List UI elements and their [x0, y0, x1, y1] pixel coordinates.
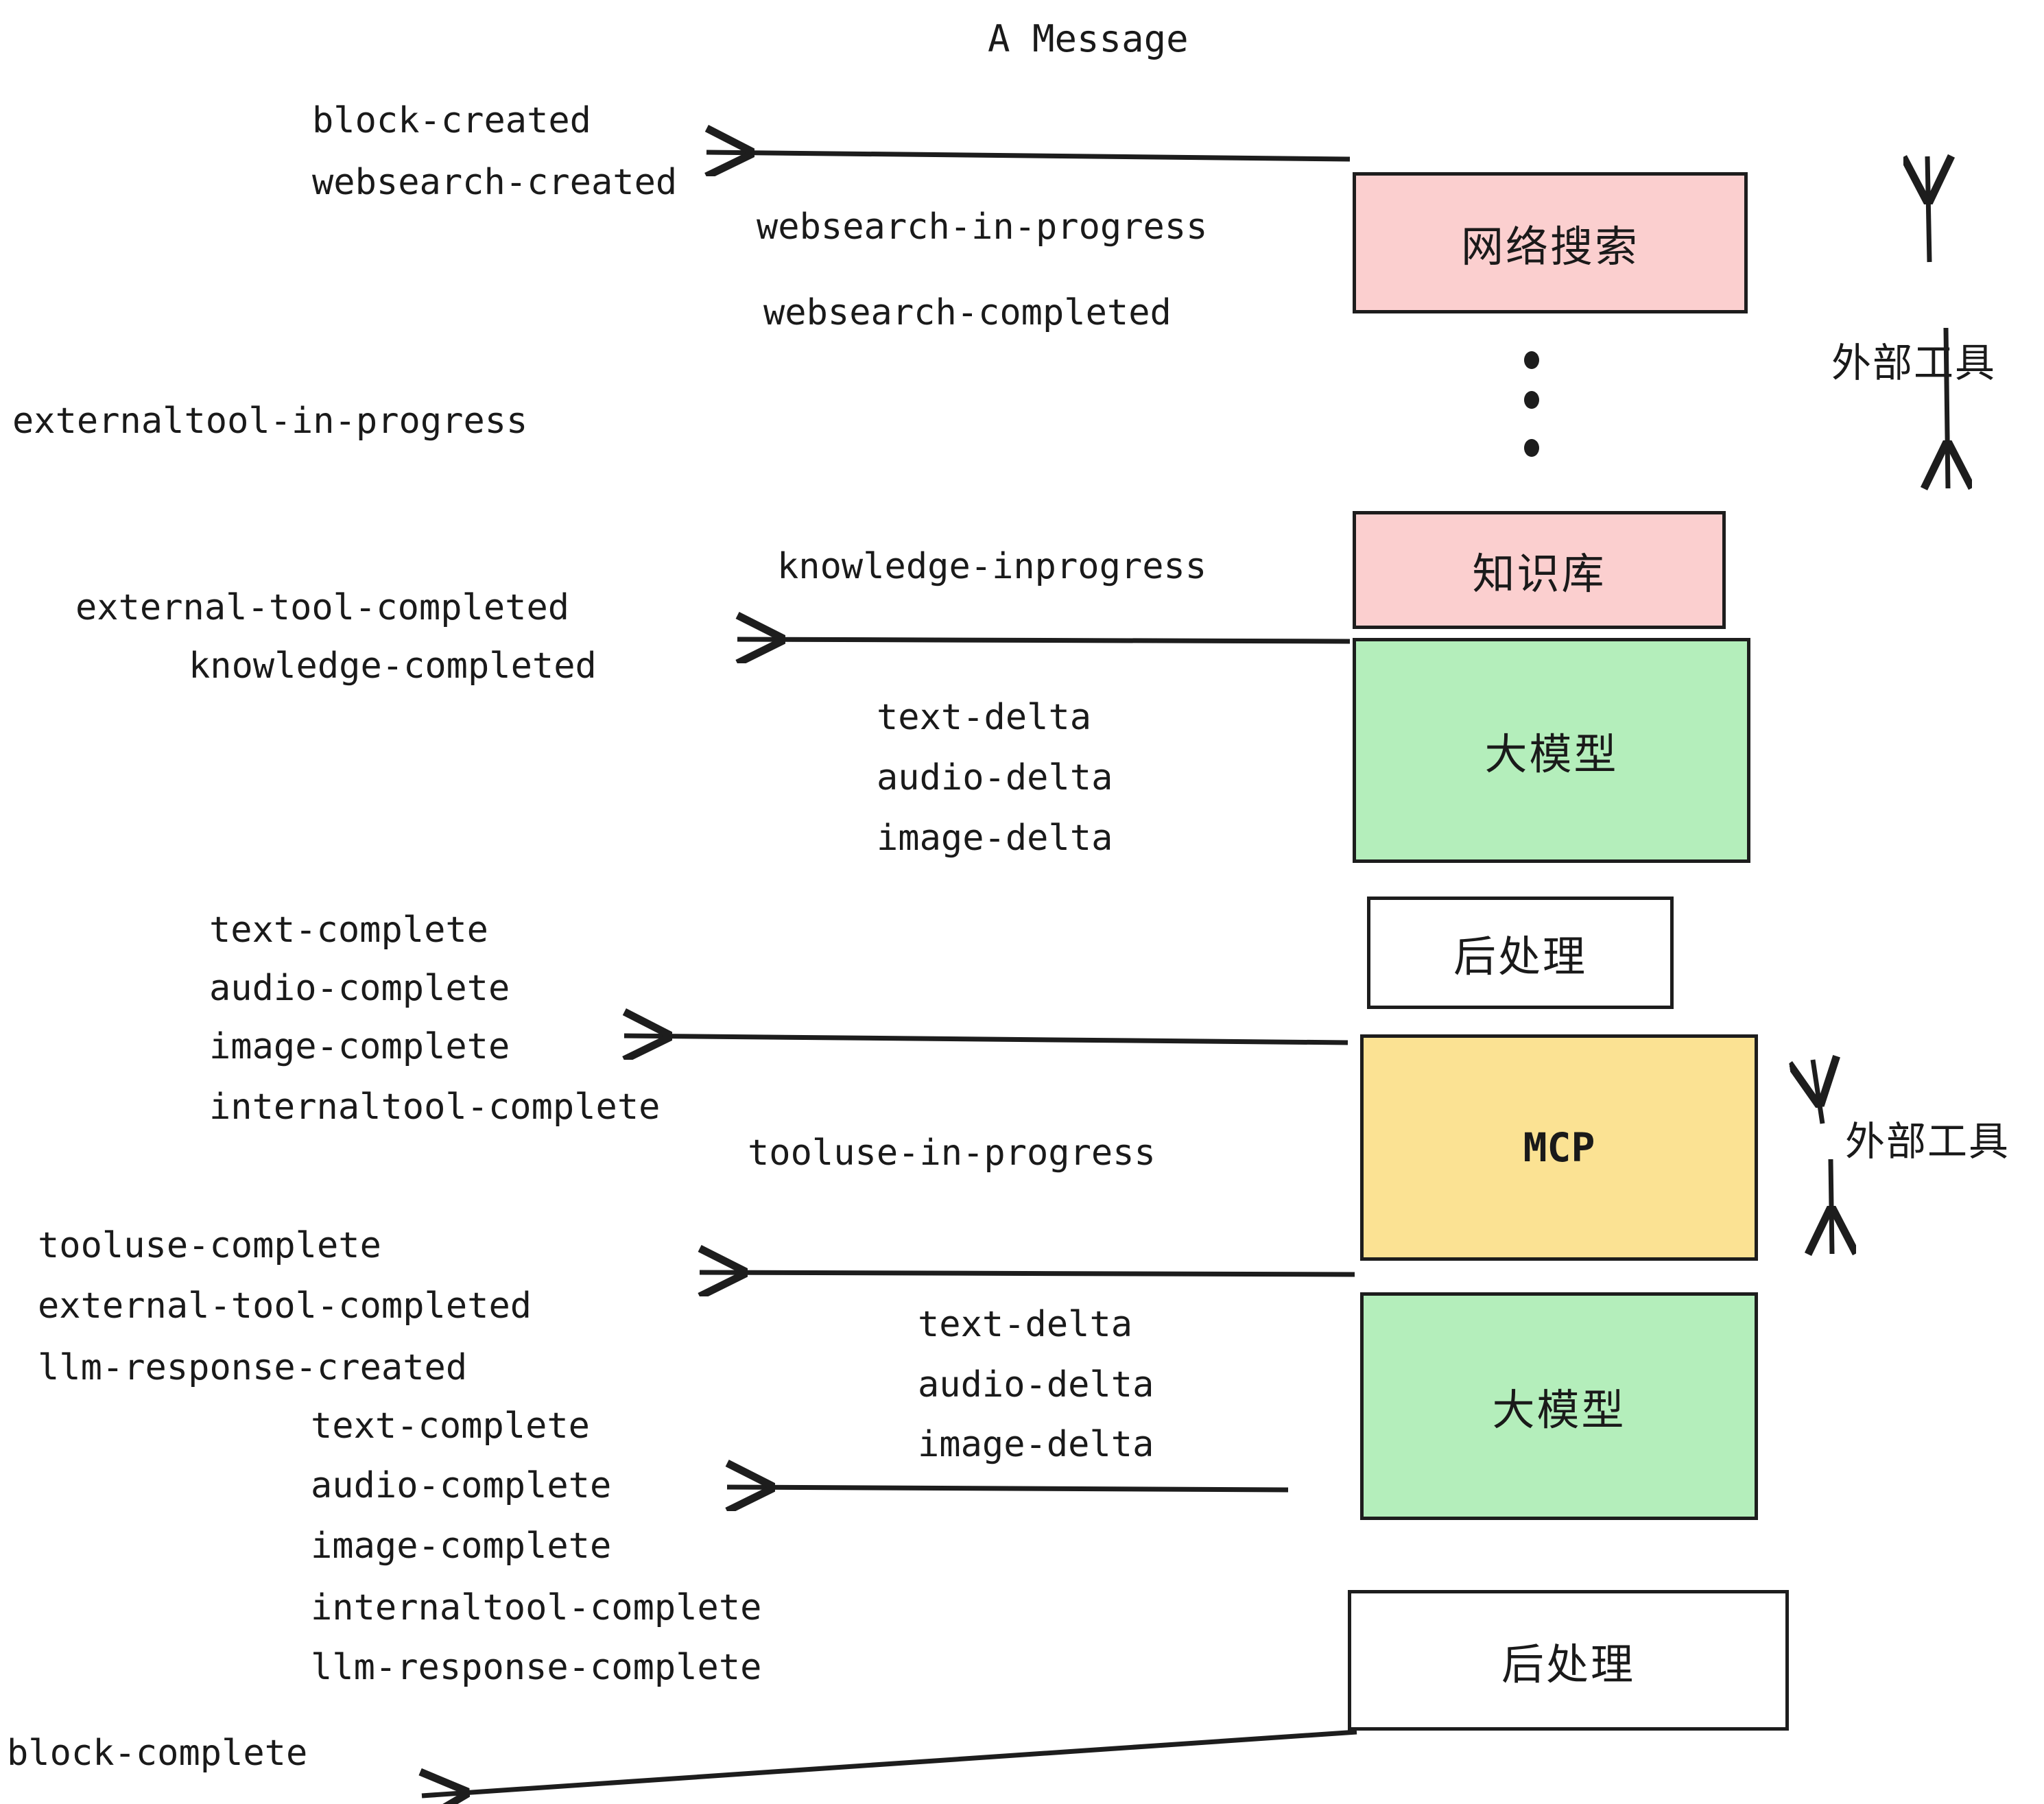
event-llm-response-created: llm-response-created	[38, 1347, 468, 1388]
arrow-external-tools-bottom-down	[1831, 1159, 1832, 1254]
event-audio-delta-2: audio-delta	[918, 1364, 1154, 1405]
event-externaltool-in-progress: externaltool-in-progress	[12, 401, 528, 442]
event-block-complete: block-complete	[7, 1733, 308, 1774]
event-internaltool-complete-2: internaltool-complete	[311, 1587, 762, 1628]
event-websearch-completed: websearch-completed	[763, 292, 1172, 333]
box-knowledge[interactable]: 知识库	[1353, 511, 1726, 629]
event-external-tool-completed-1: external-tool-completed	[75, 587, 570, 628]
arrow-postprocess-to-block-complete	[422, 1729, 1357, 1796]
arrow-external-tools-top-up	[1927, 156, 1929, 263]
ellipsis-dot-2	[1524, 391, 1539, 409]
event-knowledge-completed: knowledge-completed	[189, 645, 597, 687]
event-audio-complete-1: audio-complete	[209, 968, 510, 1009]
event-websearch-in-progress: websearch-in-progress	[757, 206, 1208, 248]
event-image-delta-2: image-delta	[918, 1424, 1154, 1465]
box-postprocess-top-label: 后处理	[1453, 931, 1587, 982]
event-image-complete-2: image-complete	[311, 1526, 612, 1567]
box-llm-top-label: 大模型	[1484, 729, 1619, 779]
event-knowledge-inprogress: knowledge-inprogress	[777, 546, 1207, 587]
event-image-complete-1: image-complete	[209, 1026, 510, 1067]
arrow-knowledge-to-knowledge-completed	[737, 639, 1351, 641]
box-llm-bottom[interactable]: 大模型	[1360, 1292, 1758, 1520]
arrow-websearch-to-block-created	[706, 152, 1351, 159]
box-llm-bottom-label: 大模型	[1492, 1385, 1626, 1435]
side-label-external-tools-bottom: 外部工具	[1845, 1118, 2010, 1165]
box-mcp[interactable]: MCP	[1360, 1034, 1758, 1261]
page-title: A Message	[988, 17, 1189, 60]
box-websearch[interactable]: 网络搜索	[1353, 172, 1748, 313]
event-external-tool-completed-2: external-tool-completed	[38, 1285, 532, 1327]
box-postprocess-top[interactable]: 后处理	[1367, 897, 1674, 1009]
event-text-complete-1: text-complete	[209, 910, 488, 951]
event-llm-response-complete: llm-response-complete	[311, 1647, 762, 1688]
arrow-external-tools-bottom-up	[1813, 1060, 1822, 1124]
event-audio-delta-1: audio-delta	[877, 757, 1113, 798]
event-internaltool-complete-1: internaltool-complete	[209, 1087, 661, 1128]
event-tooluse-complete: tooluse-complete	[38, 1225, 381, 1266]
event-text-delta-1: text-delta	[877, 697, 1092, 738]
box-knowledge-label: 知识库	[1472, 549, 1606, 599]
arrow-postprocess-to-image-complete	[624, 1036, 1348, 1043]
box-postprocess-bottom-label: 后处理	[1501, 1639, 1635, 1689]
event-tooluse-in-progress: tooluse-in-progress	[748, 1132, 1156, 1174]
box-mcp-label: MCP	[1523, 1124, 1595, 1171]
event-block-created: block-created	[312, 100, 591, 141]
box-websearch-label: 网络搜索	[1460, 222, 1639, 272]
event-audio-complete-2: audio-complete	[311, 1465, 612, 1506]
arrow-mcp-to-tooluse-complete	[700, 1272, 1355, 1274]
ellipsis-dot-3	[1524, 439, 1539, 457]
event-image-delta-1: image-delta	[877, 818, 1113, 859]
box-postprocess-bottom[interactable]: 后处理	[1348, 1590, 1789, 1731]
event-websearch-created: websearch-created	[312, 162, 678, 203]
event-text-complete-2: text-complete	[311, 1405, 590, 1447]
event-text-delta-2: text-delta	[918, 1304, 1133, 1345]
side-label-external-tools-top: 外部工具	[1831, 340, 1997, 386]
arrow-llm-to-audio-complete	[727, 1487, 1289, 1490]
box-llm-top[interactable]: 大模型	[1353, 638, 1750, 863]
ellipsis-dot-1	[1524, 351, 1539, 369]
